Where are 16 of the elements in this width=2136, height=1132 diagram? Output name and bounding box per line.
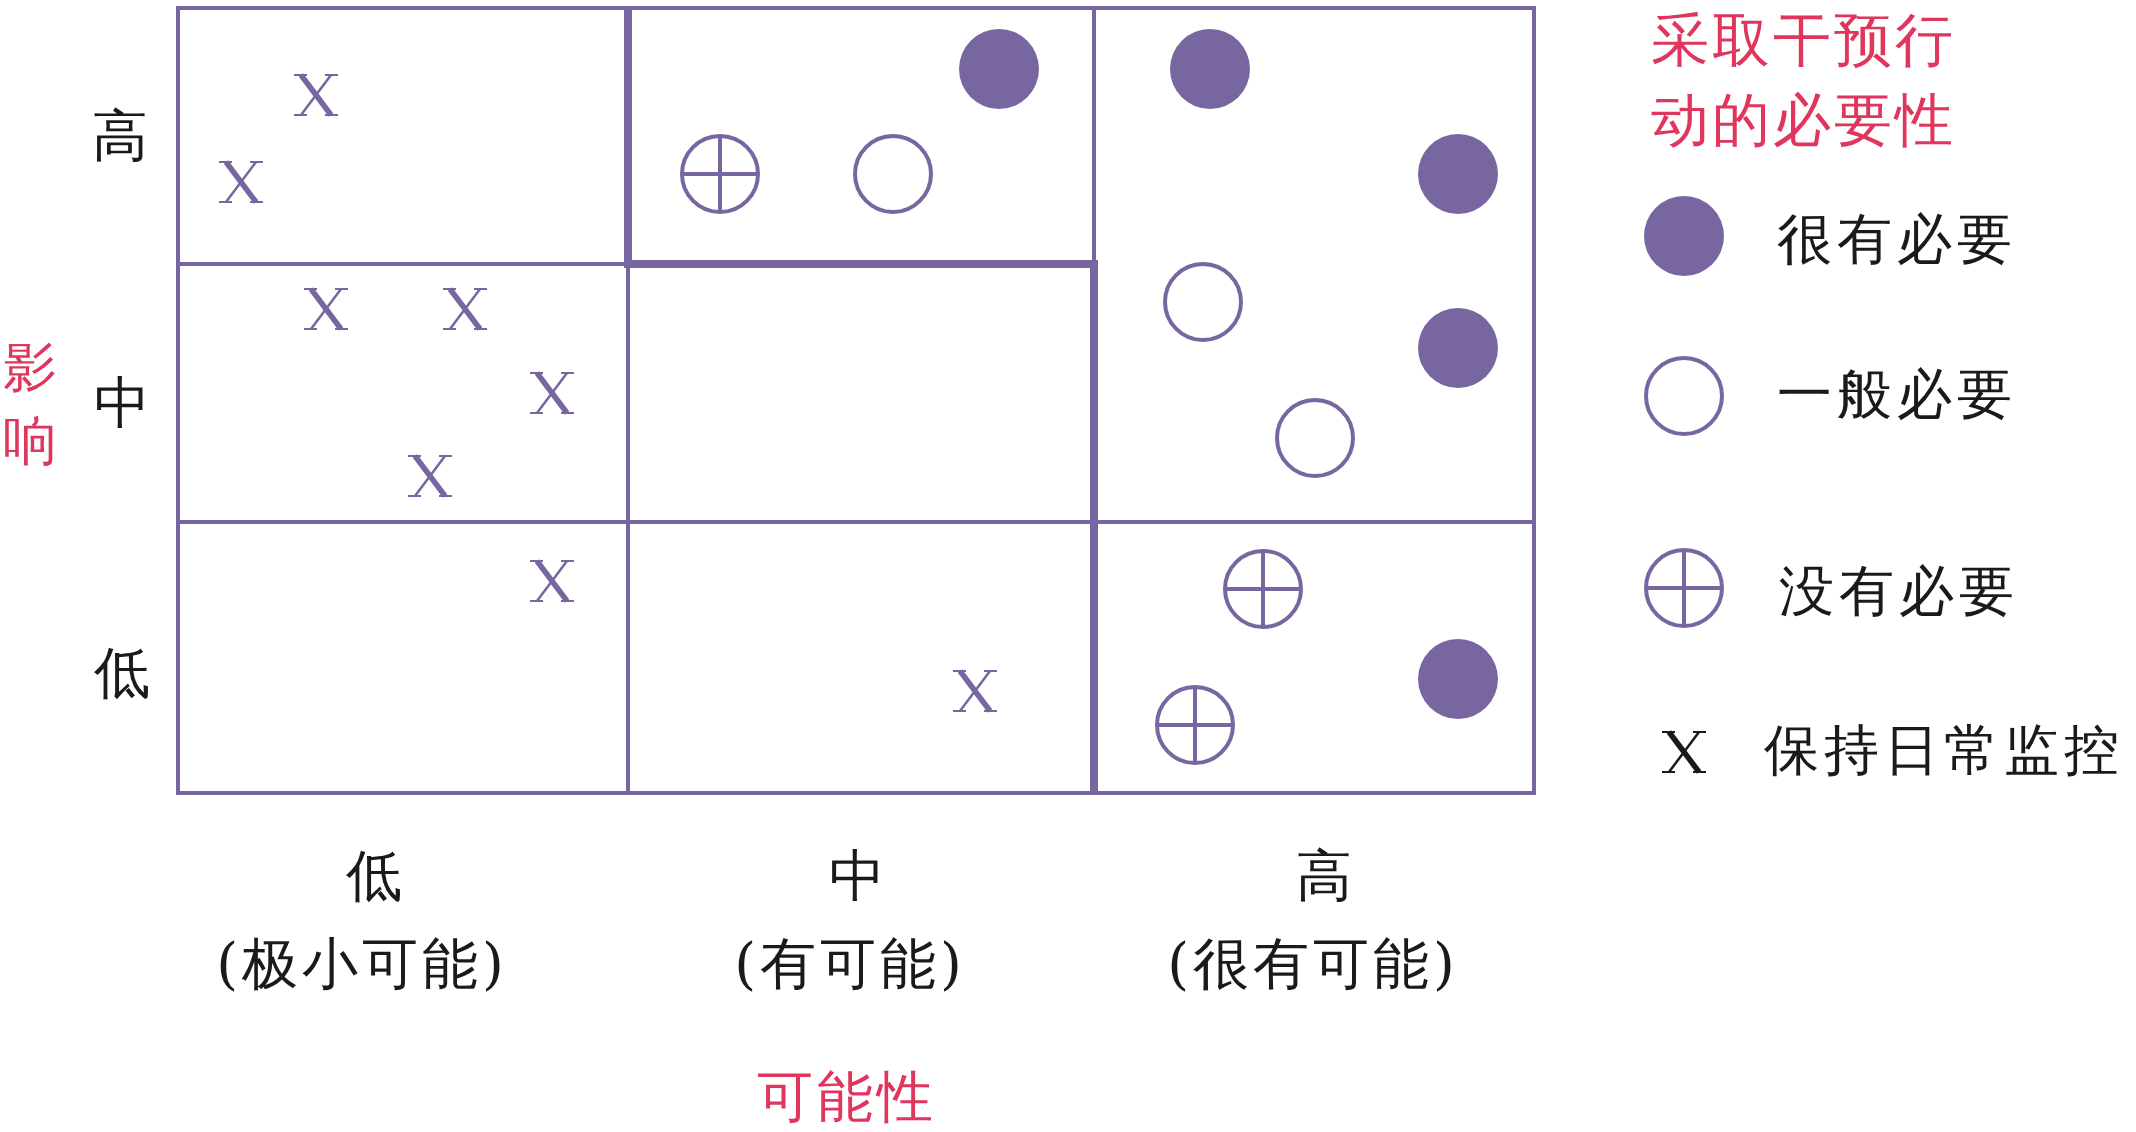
- axis-tick-label: (很有可能): [1167, 930, 1459, 998]
- legend-label: 没有必要: [1779, 558, 2019, 624]
- axis-tick-label: 低: [94, 639, 154, 707]
- axis-tick-label: 中: [829, 842, 889, 910]
- axis-title: 可能性: [757, 1063, 937, 1131]
- axis-tick-label: 中: [94, 369, 154, 437]
- axis-title: 影响: [3, 335, 57, 474]
- legend-label: 一般必要: [1777, 361, 2017, 427]
- legend-title: 采取干预行动的必要性: [1651, 5, 1957, 156]
- legend-label: 很有必要: [1777, 206, 2017, 272]
- axis-tick-label: (有可能): [734, 930, 966, 998]
- legend-label: 保持日常监控: [1764, 717, 2124, 783]
- axis-tick-label: (极小可能): [216, 930, 508, 998]
- axis-tick-label: 高: [92, 102, 152, 170]
- axis-tick-label: 低: [346, 842, 406, 910]
- axis-tick-label: 高: [1296, 842, 1356, 910]
